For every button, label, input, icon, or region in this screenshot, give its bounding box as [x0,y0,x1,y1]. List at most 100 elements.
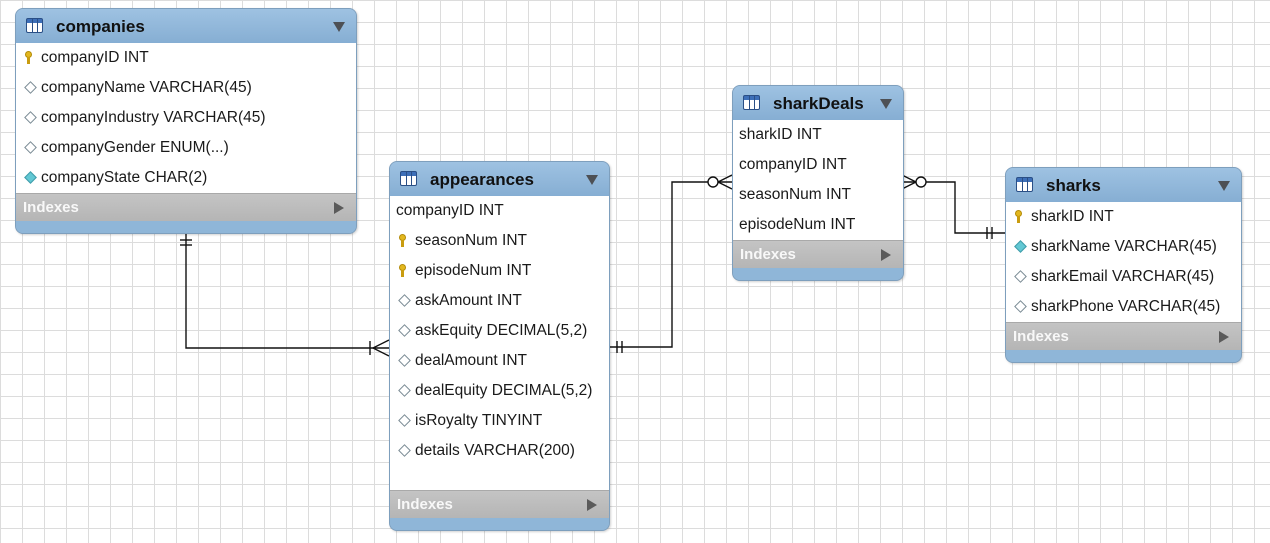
relationship-line-companies-appearances[interactable] [185,233,389,349]
column-label: companyGender ENUM(...) [41,139,229,156]
column-row[interactable]: askEquity DECIMAL(5,2) [390,316,609,346]
column-list: companyID INT companyName VARCHAR(45) co… [16,43,356,193]
column-list: sharkID INT sharkName VARCHAR(45) sharkE… [1006,202,1241,322]
indexes-section-toggle[interactable]: Indexes [733,240,903,268]
column-label: companyState CHAR(2) [41,169,208,186]
column-row[interactable]: companyState CHAR(2) [16,163,356,193]
column-row[interactable]: companyID INT [390,196,609,226]
column-label: companyID INT [41,49,149,66]
column-diamond-icon [398,294,411,307]
column-label: dealEquity DECIMAL(5,2) [415,382,593,399]
table-footer [733,268,903,280]
column-list: sharkID INT companyID INT seasonNum INT … [733,120,903,240]
column-label: seasonNum INT [739,186,851,203]
primary-key-icon [399,234,406,247]
collapse-arrow-icon[interactable] [1218,181,1230,191]
table-header[interactable]: companies [16,9,356,43]
column-label: companyID INT [739,156,847,173]
column-row[interactable]: askAmount INT [390,286,609,316]
collapse-arrow-icon[interactable] [880,99,892,109]
table-title: companies [56,17,145,36]
column-list: companyID INT seasonNum INT episodeNum I… [390,196,609,490]
table-header[interactable]: sharks [1006,168,1241,202]
column-row[interactable]: sharkID INT [1006,202,1241,232]
column-diamond-icon [398,324,411,337]
column-diamond-icon [398,414,411,427]
column-diamond-icon [398,444,411,457]
column-label: askEquity DECIMAL(5,2) [415,322,588,339]
column-label: companyName VARCHAR(45) [41,79,252,96]
relationship-line-sharkdeals-sharks[interactable] [902,181,1005,234]
column-label: episodeNum INT [415,262,532,279]
expand-arrow-icon [881,249,891,261]
column-row[interactable]: episodeNum INT [390,256,609,286]
primary-key-icon [399,264,406,277]
table-title: sharkDeals [773,94,864,113]
column-row[interactable]: dealEquity DECIMAL(5,2) [390,376,609,406]
column-label: episodeNum INT [739,216,856,233]
column-label: askAmount INT [415,292,522,309]
table-footer [1006,350,1241,362]
column-label: details VARCHAR(200) [415,442,575,459]
crows-foot-mark [901,181,917,190]
column-row[interactable]: dealAmount INT [390,346,609,376]
table-companies[interactable]: companies companyID INT companyName VARC… [15,8,357,234]
column-row[interactable]: sharkName VARCHAR(45) [1006,232,1241,262]
column-diamond-icon [24,111,37,124]
column-row[interactable]: companyID INT [733,150,903,180]
table-appearances[interactable]: appearances companyID INT seasonNum INT … [389,161,610,531]
expand-arrow-icon [334,202,344,214]
crows-foot-mark [372,347,390,357]
column-filled-diamond-icon [24,171,37,184]
table-sharks[interactable]: sharks sharkID INT sharkName VARCHAR(45)… [1005,167,1242,363]
crows-foot-mark [717,181,733,190]
indexes-section-toggle[interactable]: Indexes [1006,322,1241,350]
table-title: sharks [1046,176,1101,195]
column-label: companyIndustry VARCHAR(45) [41,109,266,126]
column-diamond-icon [1014,270,1027,283]
indexes-section-toggle[interactable]: Indexes [16,193,356,221]
column-label: sharkName VARCHAR(45) [1031,238,1217,255]
column-label: dealAmount INT [415,352,527,369]
crows-foot-mark [901,174,917,183]
column-row[interactable]: companyGender ENUM(...) [16,133,356,163]
column-row[interactable]: companyIndustry VARCHAR(45) [16,103,356,133]
column-filled-diamond-icon [1014,240,1027,253]
column-label: seasonNum INT [415,232,527,249]
primary-key-icon [1015,210,1022,223]
indexes-section-toggle[interactable]: Indexes [390,490,609,518]
table-icon [400,171,417,186]
table-header[interactable]: appearances [390,162,609,196]
indexes-label: Indexes [397,496,453,513]
table-header[interactable]: sharkDeals [733,86,903,120]
optional-circle-mark [915,176,927,188]
column-row[interactable]: isRoyalty TINYINT [390,406,609,436]
column-row[interactable]: episodeNum INT [733,210,903,240]
column-row[interactable]: details VARCHAR(200) [390,436,609,466]
column-label: sharkEmail VARCHAR(45) [1031,268,1215,285]
collapse-arrow-icon[interactable] [333,22,345,32]
column-diamond-icon [24,81,37,94]
column-label: sharkID INT [739,126,822,143]
column-row[interactable]: companyID INT [16,43,356,73]
column-row[interactable]: companyName VARCHAR(45) [16,73,356,103]
column-row[interactable]: sharkID INT [733,120,903,150]
crows-foot-mark [717,174,733,183]
column-row[interactable]: seasonNum INT [390,226,609,256]
column-row[interactable]: seasonNum INT [733,180,903,210]
column-label: sharkPhone VARCHAR(45) [1031,298,1221,315]
column-row[interactable]: sharkPhone VARCHAR(45) [1006,292,1241,322]
table-footer [16,221,356,233]
expand-arrow-icon [1219,331,1229,343]
table-sharkdeals[interactable]: sharkDeals sharkID INT companyID INT sea… [732,85,904,281]
relationship-line-appearances-sharkdeals[interactable] [608,181,732,348]
column-row[interactable]: sharkEmail VARCHAR(45) [1006,262,1241,292]
column-label: sharkID INT [1031,208,1114,225]
collapse-arrow-icon[interactable] [586,175,598,185]
table-footer [390,518,609,530]
indexes-label: Indexes [1013,328,1069,345]
primary-key-icon [25,51,32,64]
column-diamond-icon [1014,300,1027,313]
